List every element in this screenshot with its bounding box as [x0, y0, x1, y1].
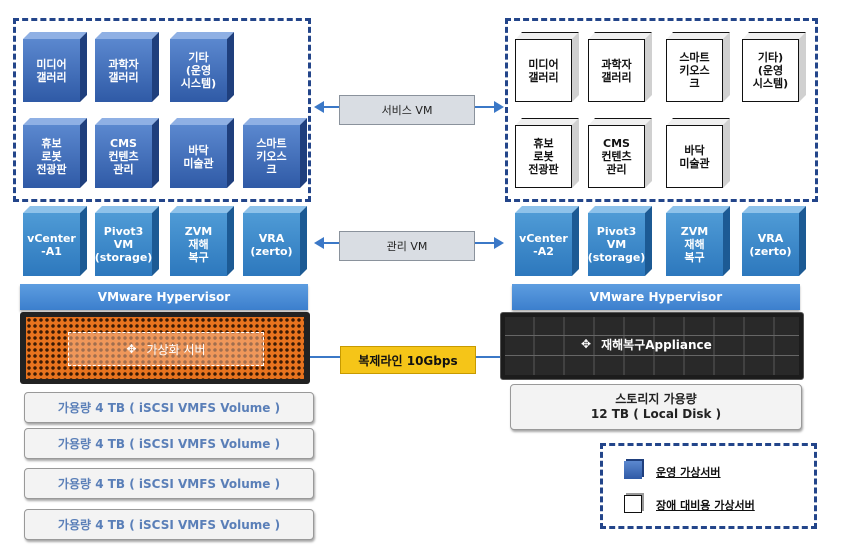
right-vm-hubo-robot: 휴보 로봇 전광판 — [515, 118, 579, 188]
left-mgmt-vra: VRA (zerto) — [243, 206, 307, 276]
mgmt-vm-label: 관리 VM — [339, 231, 475, 261]
right-vm-cms: CMS 컨텐츠 관리 — [588, 118, 652, 188]
right-mgmt-vra: VRA (zerto) — [742, 206, 806, 276]
server-diamond-icon: ✥ — [126, 342, 137, 356]
right-vm-floor-gallery: 바닥 미술관 — [666, 118, 730, 188]
left-vm-cms: CMS 컨텐츠 관리 — [95, 118, 159, 188]
volume-1: 가용량 4 TB ( iSCSI VMFS Volume ) — [24, 392, 314, 423]
right-vm-etc-operation: 기타) (운영 시스템) — [742, 32, 806, 102]
left-hypervisor: VMware Hypervisor — [20, 284, 308, 310]
left-mgmt-vcenter: vCenter -A1 — [23, 206, 87, 276]
storage-line1: 스토리지 가용량 — [615, 392, 697, 406]
standby-vm-legend-icon — [624, 495, 642, 513]
replication-label: 복제라인 10Gbps — [340, 346, 476, 374]
left-mgmt-zvm: ZVM 재해 복구 — [170, 206, 234, 276]
right-dr-appliance: ✥ 재해복구Appliance — [500, 312, 804, 380]
left-vm-scientist-gallery: 과학자 갤러리 — [95, 32, 159, 102]
left-service-group — [13, 18, 311, 202]
right-service-group — [505, 18, 818, 202]
legend-standby: 장애 대비용 가상서버 — [656, 499, 755, 512]
storage-capacity: 스토리지 가용량 12 TB ( Local Disk ) — [510, 384, 802, 430]
right-mgmt-vcenter: vCenter -A2 — [515, 206, 579, 276]
legend-box — [600, 443, 817, 529]
left-virtualization-server: ✥ 가상화 서버 — [20, 312, 310, 384]
left-vm-hubo-robot: 휴보 로봇 전광판 — [23, 118, 87, 188]
right-mgmt-zvm: ZVM 재해 복구 — [666, 206, 730, 276]
volume-4: 가용량 4 TB ( iSCSI VMFS Volume ) — [24, 509, 314, 540]
left-vm-smart-kiosk: 스마트 키오스 크 — [243, 118, 307, 188]
storage-line2: 12 TB ( Local Disk ) — [590, 407, 722, 421]
right-server-label: 재해복구Appliance — [601, 337, 712, 352]
right-vm-media-gallery: 미디어 갤러리 — [515, 32, 579, 102]
volume-2: 가용량 4 TB ( iSCSI VMFS Volume ) — [24, 428, 314, 459]
right-mgmt-pivot3: Pivot3 VM (storage) — [588, 206, 652, 276]
left-vm-media-gallery: 미디어 갤러리 — [23, 32, 87, 102]
left-vm-etc-operation: 기타 (운영 시스템) — [170, 32, 234, 102]
appliance-diamond-icon: ✥ — [581, 337, 592, 351]
legend-operational: 운영 가상서버 — [656, 466, 721, 479]
volume-3: 가용량 4 TB ( iSCSI VMFS Volume ) — [24, 468, 314, 499]
left-vm-floor-gallery: 바닥 미술관 — [170, 118, 234, 188]
right-vm-scientist-gallery: 과학자 갤러리 — [588, 32, 652, 102]
left-mgmt-pivot3: Pivot3 VM (storage) — [95, 206, 159, 276]
service-vm-label: 서비스 VM — [339, 95, 475, 125]
operational-vm-legend-icon — [624, 461, 642, 479]
right-vm-smart-kiosk: 스마트 키오스 크 — [666, 32, 730, 102]
right-hypervisor: VMware Hypervisor — [512, 284, 800, 310]
left-server-label: 가상화 서버 — [146, 342, 206, 357]
